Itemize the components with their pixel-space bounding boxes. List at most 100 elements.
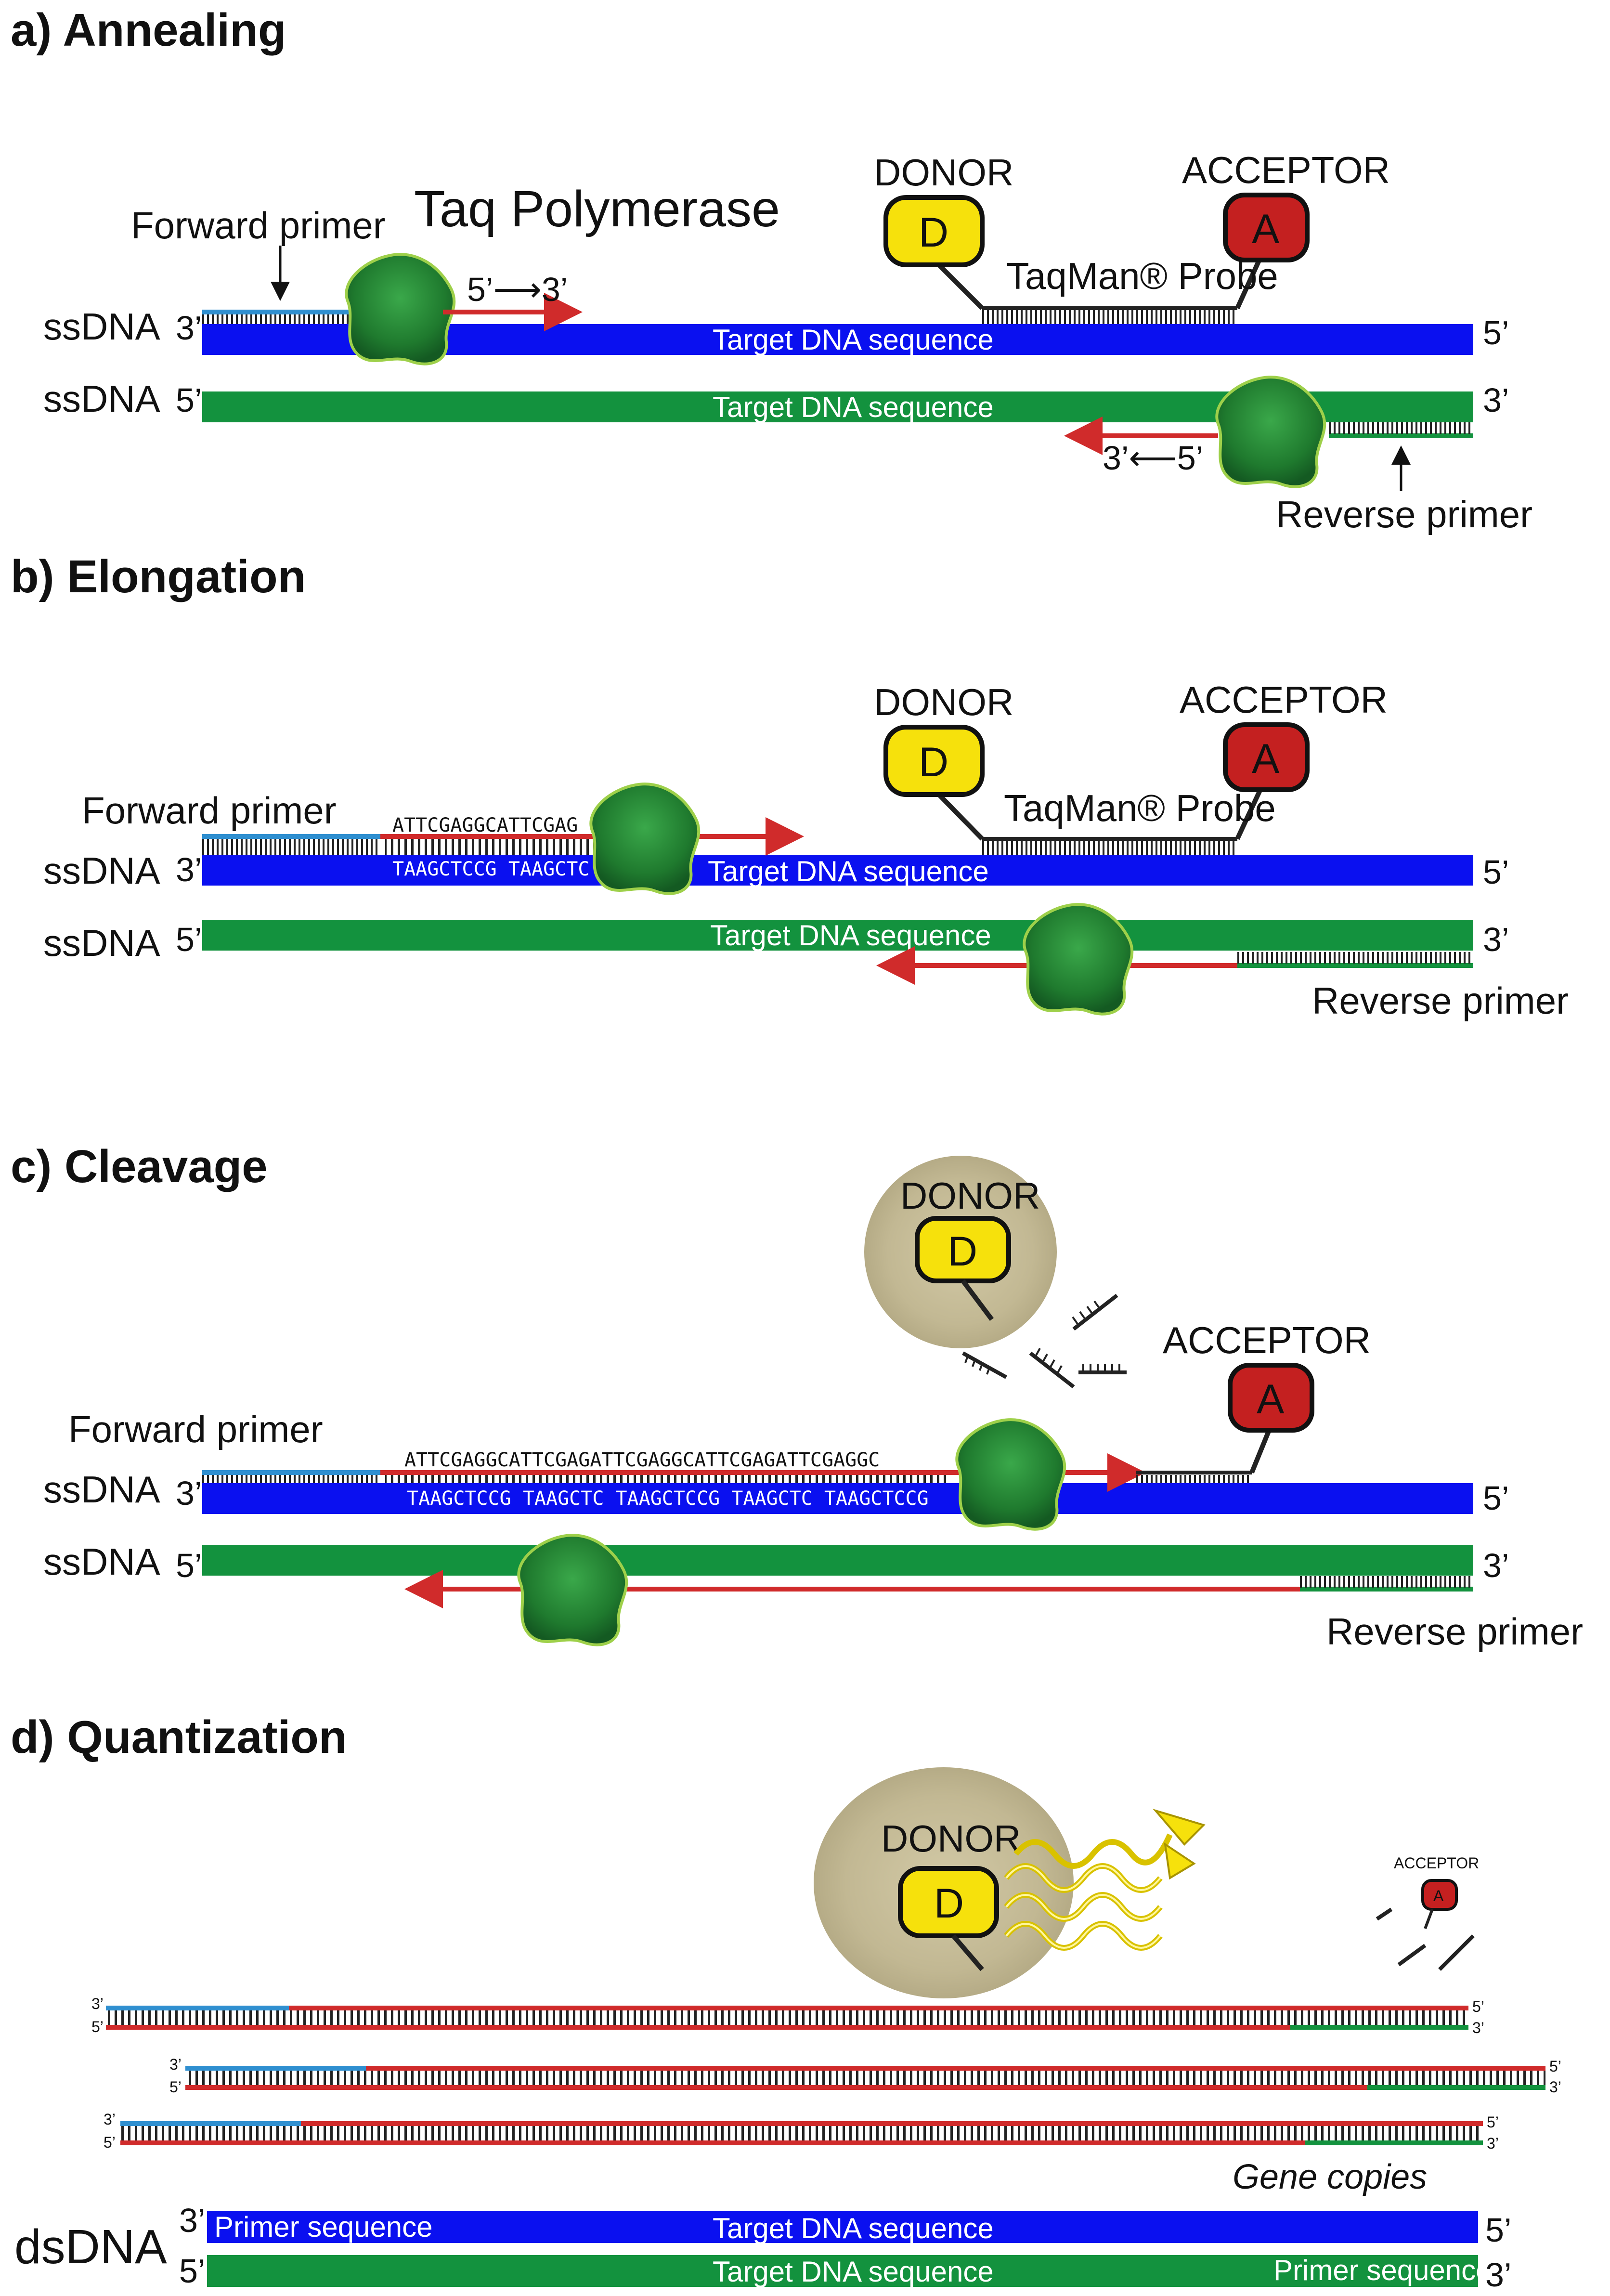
d-blue-target-strand [207,2211,1478,2243]
a-taq-polymerase-bottom [1217,377,1324,487]
section-b-elongation: b) Elongation ssDNA ssDNA 3’ 5’ 5’ 3’ Ta… [11,551,1569,1022]
c-donor-letter: D [948,1228,977,1275]
a-acceptor-linker [1235,254,1264,310]
d-bottom-3prime: 3’ [1485,2256,1511,2294]
a-ssdna-bottom-label: ssDNA [43,378,160,420]
b-acceptor-letter: A [1252,736,1280,782]
a-acceptor-letter: A [1252,206,1280,252]
c-green-target-strand [202,1545,1473,1576]
b-bottom-5prime: 5’ [176,921,202,958]
d-green-target-strand [207,2255,1478,2287]
a-top-5prime: 5’ [1483,314,1509,352]
c-new-sequence: ATTCGAGGCATTCGAGATTCGAGGCATTCGAGATTCGAGG… [404,1449,880,1471]
d-acceptor-probe-fragments [1376,1907,1475,1971]
b-ssdna-bottom-label: ssDNA [43,922,160,964]
c-probe-remnant-bonds [1136,1475,1252,1483]
c-forward-primer-label: Forward primer [68,1408,323,1450]
d-copy3-3prime: 3’ [104,2111,116,2128]
c-donor-label: DONOR [900,1174,1040,1217]
c-forward-primer-bonds [202,1475,380,1483]
d-copy3-5prime-right: 5’ [1487,2113,1499,2131]
c-top-3prime: 3’ [176,1474,202,1512]
a-donor-linker [937,263,984,310]
d-top-5prime: 5’ [1485,2211,1511,2249]
d-emission-arrowheads [1153,1809,1206,1880]
c-top-5prime: 5’ [1483,1479,1509,1517]
a-forward-primer-bonds [202,314,366,324]
d-copy1-5prime-right: 5’ [1472,1998,1484,2015]
section-c-cleavage: c) Cleavage ssDNA ssDNA 3’ 5’ 5’ 3’ Forw… [11,1141,1583,1653]
d-gene-copy-1 [106,2006,1468,2030]
b-acceptor-label: ACCEPTOR [1180,678,1388,721]
a-probe-bonds [982,310,1237,324]
d-acceptor-label: ACCEPTOR [1394,1854,1479,1872]
a-donor-label: DONOR [874,151,1013,194]
c-probe-fragment-bonds [964,1300,1120,1375]
b-forward-primer-label: Forward primer [82,789,337,832]
b-green-strand-label: Target DNA sequence [710,919,991,952]
d-gene-copy-3 [120,2121,1483,2145]
d-acceptor-linker [1424,1908,1434,1930]
c-reverse-primer-label: Reverse primer [1326,1610,1583,1653]
b-donor-label: DONOR [874,681,1013,723]
b-probe-bonds [982,840,1237,855]
c-new-strand-bonds [385,1475,948,1483]
c-bottom-3prime: 3’ [1483,1547,1509,1584]
c-acceptor-badge [1228,1363,1314,1433]
a-direction-reverse: 3’⟵5’ [1103,439,1203,477]
d-copy3-3prime-right: 3’ [1487,2135,1499,2152]
d-top-3prime: 3’ [179,2202,205,2239]
a-taq-polymerase-top [346,254,454,364]
b-bottom-3prime: 3’ [1483,921,1509,958]
b-template-sequence: TAAGCTCCG TAAGCTC [392,858,589,880]
c-bottom-5prime: 5’ [176,1547,202,1584]
b-reverse-primer-bonds [1237,952,1473,964]
a-direction-forward: 5’⟶3’ [467,271,568,308]
b-probe-label: TaqMan® Probe [1004,787,1276,829]
b-taq-polymerase-bottom [1024,904,1132,1014]
b-blue-strand-label: Target DNA sequence [708,855,989,887]
d-gene-copies-label: Gene copies [1233,2158,1427,2196]
a-reverse-primer-label: Reverse primer [1276,493,1532,535]
d-copy1-5prime: 5’ [91,2018,104,2035]
d-green-primer-sequence: Primer sequence [1273,2254,1492,2286]
b-new-strand-bonds [385,839,602,855]
b-donor-badge [883,725,985,797]
a-blue-strand-label: Target DNA sequence [713,324,994,356]
a-donor-badge [883,195,985,267]
b-new-sequence: ATTCGAGGCATTCGAG [392,814,578,836]
d-copy2-3prime: 3’ [169,2056,182,2073]
c-blue-target-strand [202,1483,1473,1514]
a-reverse-primer-bonds [1329,422,1473,434]
b-donor-linker [937,793,984,841]
c-reverse-primer-bonds [1300,1576,1473,1588]
b-top-3prime: 3’ [176,851,202,888]
d-copy2-3prime-right: 3’ [1549,2078,1561,2096]
c-taq-polymerase-top [957,1420,1065,1529]
d-copy2-5prime: 5’ [169,2078,182,2096]
d-copy1-3prime-right: 3’ [1472,2019,1484,2036]
d-donor-label: DONOR [881,1817,1021,1860]
b-ssdna-top-label: ssDNA [43,849,160,892]
c-acceptor-linker [1249,1424,1273,1474]
a-top-3prime: 3’ [176,309,202,347]
a-green-strand-label: Target DNA sequence [713,391,994,423]
section-b-title: b) Elongation [11,551,306,602]
a-donor-letter: D [919,209,948,256]
c-acceptor-label: ACCEPTOR [1163,1319,1371,1361]
d-copy3-5prime: 5’ [104,2134,116,2151]
d-fluorescence-waves-highlight [1005,1865,1161,1949]
d-acceptor-badge [1421,1879,1458,1911]
b-taq-polymerase-top [591,784,699,894]
b-donor-letter: D [919,739,948,785]
section-c-title: c) Cleavage [11,1141,268,1192]
d-donor-badge [898,1866,999,1938]
a-probe-label: TaqMan® Probe [1006,255,1278,297]
d-dsdna-label: dsDNA [14,2220,167,2274]
section-a-title: a) Annealing [11,4,286,56]
section-a-annealing: a) Annealing ssDNA ssDNA 3’ 5’ 5’ 3’ Tar… [11,4,1532,535]
b-blue-target-strand [202,855,1473,886]
d-donor-letter: D [934,1880,964,1927]
d-donor-linker [951,1934,984,1971]
